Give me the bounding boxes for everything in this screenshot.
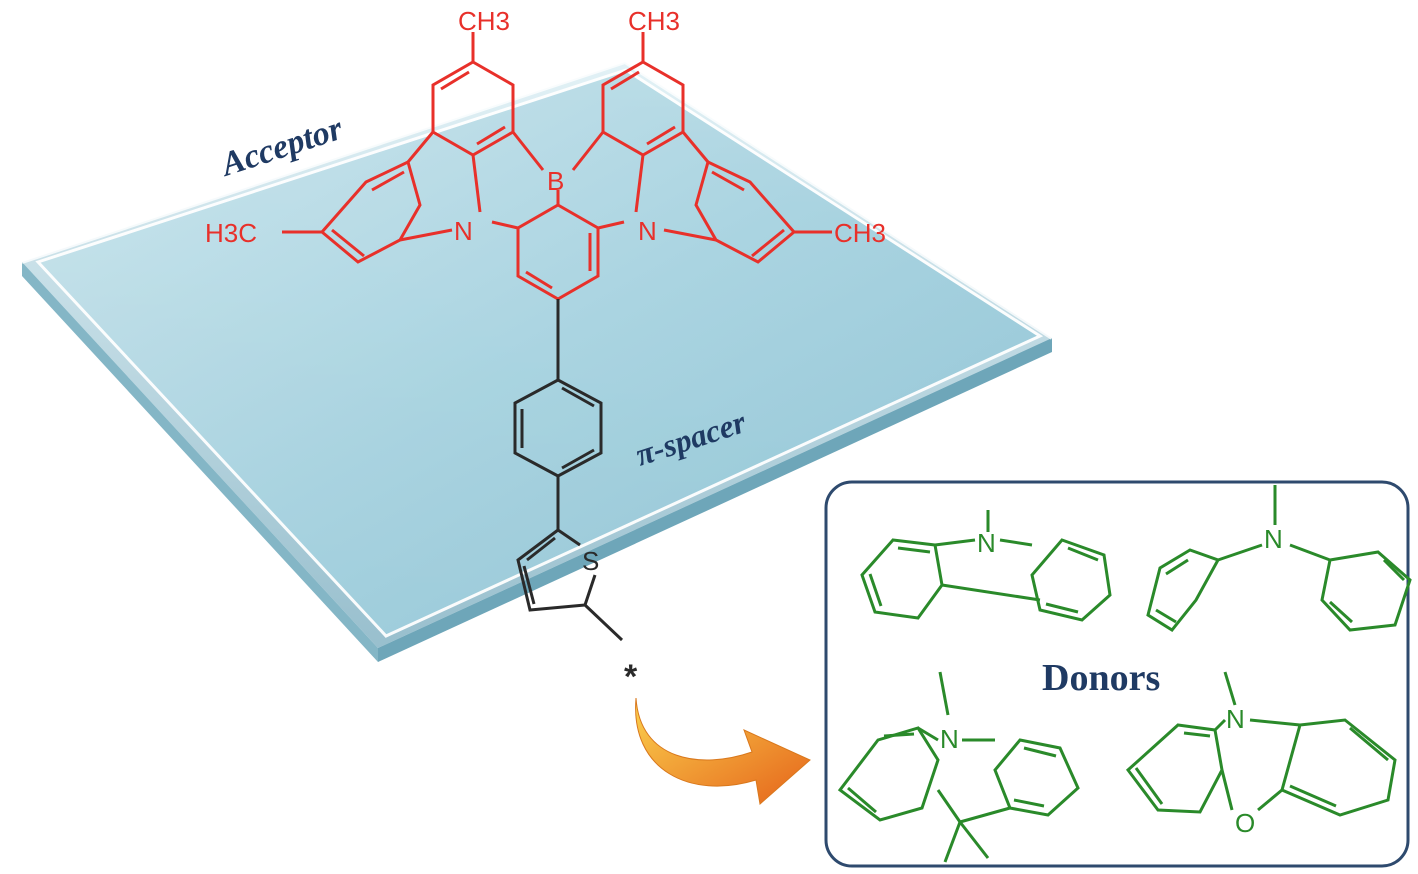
acridine-nitrogen: N [940, 724, 959, 754]
nitrogen-right-atom: N [638, 216, 657, 246]
acceptor-atoms: B N N CH3 CH3 H3C CH3 [205, 6, 886, 248]
diphenylamine-donor [1146, 485, 1412, 632]
methyl-right: CH3 [834, 218, 886, 248]
phenoxazine-donor [1125, 671, 1397, 817]
donor-atoms: N N N N O [940, 524, 1283, 838]
nitrogen-left-atom: N [454, 216, 473, 246]
phenoxazine-oxygen: O [1235, 808, 1255, 838]
carbazole-donor [860, 510, 1112, 622]
phenoxazine-nitrogen: N [1226, 704, 1245, 734]
donors-box [824, 480, 1410, 868]
donor-structures [837, 485, 1412, 863]
attachment-point: * [624, 658, 638, 696]
boron-atom: B [547, 166, 564, 196]
acridine-donor [837, 671, 1080, 863]
methyl-top-left: CH3 [458, 6, 510, 36]
curved-arrow-icon [635, 697, 811, 805]
carbazole-nitrogen: N [977, 528, 996, 558]
donors-title: Donors [1042, 657, 1160, 699]
acceptor-structure [282, 32, 832, 380]
glass-plate [21, 59, 1054, 662]
methyl-top-right: CH3 [628, 6, 680, 36]
sulfur-atom: S [582, 546, 599, 576]
methyl-left: H3C [205, 218, 257, 248]
spacer-structure [513, 378, 624, 642]
diphenylamine-nitrogen: N [1264, 524, 1283, 554]
